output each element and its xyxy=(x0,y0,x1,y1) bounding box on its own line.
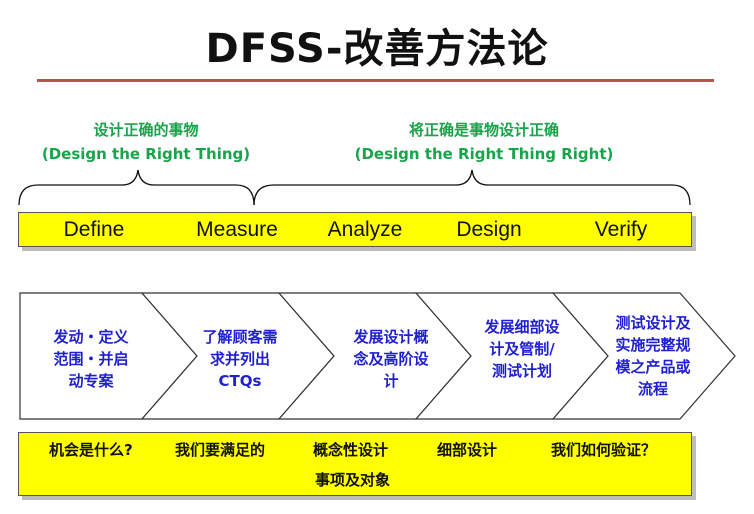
question-5: 我们如何验证？ xyxy=(551,441,657,459)
group-label-left: 设计正确的事物 (Design the Right Thing) xyxy=(30,118,262,166)
chevron-2-line-2: 求并列出 xyxy=(209,350,270,368)
chevron-5-line-3: 模之产品或 xyxy=(615,358,691,376)
chevron-1-line-2: 范围・并启 xyxy=(53,350,129,368)
group-right-title: 将正确是事物设计正确 xyxy=(408,121,559,139)
chevron-4-line-3: 测试计划 xyxy=(491,362,552,380)
phase-measure: Measure xyxy=(196,218,278,241)
phase-verify: Verify xyxy=(594,218,648,241)
question-4: 细部设计 xyxy=(437,441,498,459)
phase-bar: Define Measure Analyze Design Verify xyxy=(18,212,692,247)
chevron-1-line-3: 动专案 xyxy=(68,372,114,390)
chevron-2-text: 了解顾客需 求并列出 CTQs xyxy=(185,326,295,392)
phase-design: Design xyxy=(456,218,522,241)
chevron-5-line-1: 测试设计及 xyxy=(615,314,691,332)
chevron-5-line-2: 实施完整规 xyxy=(615,336,691,354)
question-3: 概念性设计 xyxy=(313,441,389,459)
chevron-3-line-3: 计 xyxy=(383,372,399,390)
group-left-title: 设计正确的事物 xyxy=(93,121,199,139)
chevron-5 xyxy=(551,292,736,420)
question-2-continued: 事项及对象 xyxy=(315,471,391,489)
group-left-subtitle: (Design the Right Thing) xyxy=(41,145,251,163)
chevron-2-line-3: CTQs xyxy=(218,372,262,390)
chevron-5-text: 测试设计及 实施完整规 模之产品或 流程 xyxy=(598,312,708,400)
chevron-5-line-4: 流程 xyxy=(637,380,668,398)
question-1: 机会是什么? xyxy=(49,441,133,459)
chevron-4-text: 发展细部设 计及管制/ 测试计划 xyxy=(462,316,582,382)
right-brace xyxy=(253,169,691,206)
phase-define: Define xyxy=(63,218,125,241)
chevron-3-line-1: 发展设计概 xyxy=(353,328,429,346)
group-label-right: 将正确是事物设计正确 (Design the Right Thing Right… xyxy=(340,118,628,166)
question-bar: 机会是什么? 我们要满足的 概念性设计 细部设计 我们如何验证？ 事项及对象 xyxy=(18,432,692,496)
chevron-1-line-1: 发动・定义 xyxy=(53,328,129,346)
chevron-4-line-1: 发展细部设 xyxy=(484,318,560,336)
chevron-4-line-2: 计及管制/ xyxy=(489,340,555,358)
chevron-2-line-1: 了解顾客需 xyxy=(202,328,278,346)
page-title: DFSS-改善方法论 xyxy=(205,26,549,72)
chevron-3-text: 发展设计概 念及高阶设 计 xyxy=(336,326,446,392)
chevron-3-line-2: 念及高阶设 xyxy=(353,350,429,368)
title-divider xyxy=(37,79,714,82)
group-right-subtitle: (Design the Right Thing Right) xyxy=(354,145,614,163)
chevron-1-text: 发动・定义 范围・并启 动专案 xyxy=(36,326,146,392)
phase-analyze: Analyze xyxy=(327,218,403,241)
left-brace xyxy=(18,169,255,206)
question-2: 我们要满足的 xyxy=(175,441,266,459)
